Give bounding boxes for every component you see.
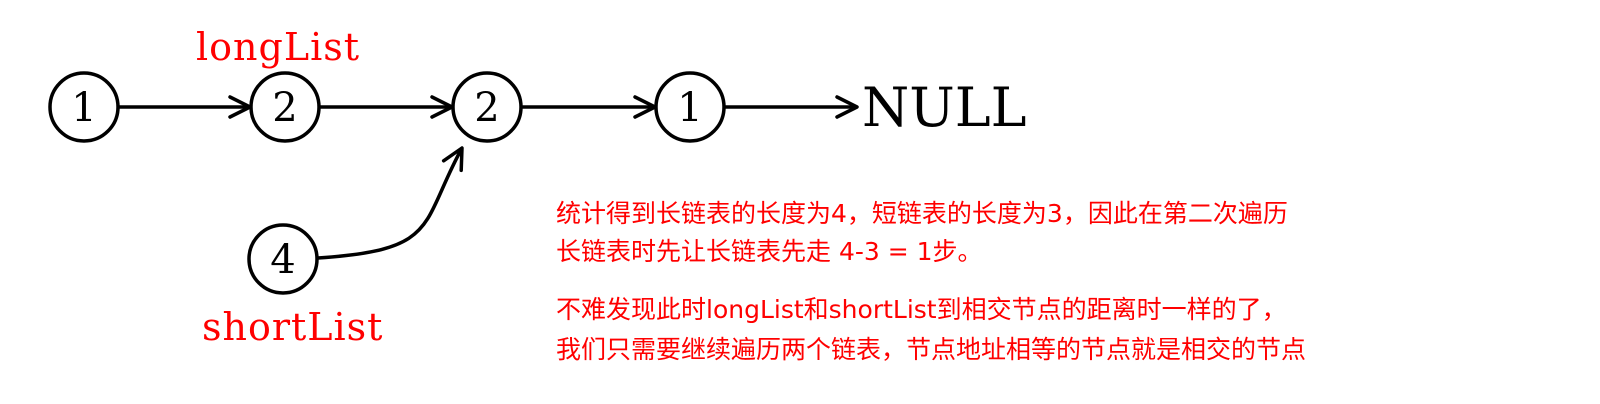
node-shared-1: 1 (654, 71, 726, 143)
node-long-1: 1 (48, 71, 120, 143)
null-terminal: NULL (862, 76, 1026, 139)
node-short-4-value: 4 (270, 237, 295, 283)
node-short-4: 4 (247, 223, 319, 295)
arrow-short4-to-shared2 (317, 146, 464, 260)
node-long-2: 2 (249, 71, 321, 143)
short-list-label: shortList (202, 305, 383, 349)
node-long-2-value: 2 (272, 85, 297, 131)
long-list-label: longList (196, 25, 360, 69)
note-line-1: 统计得到长链表的长度为4，短链表的长度为3，因此在第二次遍历 (556, 199, 1288, 228)
note-line-4: 我们只需要继续遍历两个链表，节点地址相等的节点就是相交的节点 (556, 335, 1307, 364)
note-line-2: 长链表时先让长链表先走 4-3 = 1步。 (556, 237, 983, 266)
note-line-3: 不难发现此时longList和shortList到相交节点的距离时一样的了， (556, 295, 1287, 324)
node-shared-1-value: 1 (677, 85, 702, 131)
node-shared-2: 2 (451, 71, 523, 143)
node-long-1-value: 1 (71, 85, 96, 131)
node-shared-2-value: 2 (474, 85, 499, 131)
